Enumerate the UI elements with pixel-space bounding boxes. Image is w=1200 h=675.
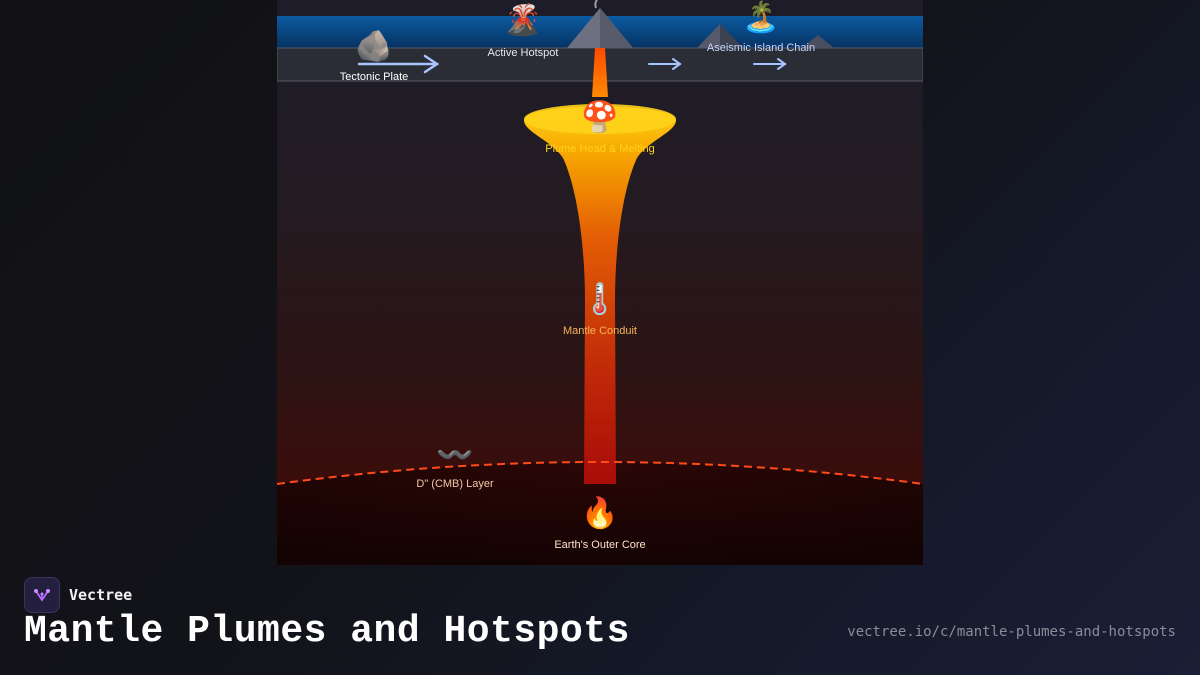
volcano-smoke [594,0,598,9]
vectree-logo-svg [34,589,50,602]
active-volcano-shade [600,8,633,48]
volcano-icon: 🌋 [504,3,542,38]
label-outer-core: Earth's Outer Core [554,539,646,551]
magma-vent [592,48,608,97]
wave-icon: 〰️ [436,438,474,473]
mantle-plume [524,106,676,484]
outer-core-region [277,462,923,565]
plate-motion-arrow-3 [753,58,787,70]
plate-motion-arrow-1 [357,54,440,74]
rock-icon: 🪨 [355,29,393,64]
brand-name: Vectree [69,586,133,604]
island-mountain-2 [802,35,834,48]
label-island-chain: Aseismic Island Chain [706,42,816,54]
cmb-boundary-line [277,461,923,485]
label-cmb-layer: D" (CMB) Layer [416,478,494,490]
plume-head-cap [524,104,676,134]
mushroom-icon: 🍄 [581,100,619,135]
vectree-logo-icon [24,577,60,613]
source-url-link[interactable]: vectree.io/c/mantle-plumes-and-hotspots [847,624,1176,640]
thermometer-icon: 🌡️ [581,282,619,317]
fire-icon: 🔥 [581,496,619,531]
diagram-svg [277,0,923,565]
label-mantle-conduit: Mantle Conduit [563,325,637,337]
label-plume-head: Plume Head & Melting [545,143,655,155]
island-icon: 🏝️ [742,0,780,35]
island-mountain-1-shade [720,24,743,48]
page-title: Mantle Plumes and Hotspots [24,610,630,653]
plate-motion-arrow-2 [648,58,682,70]
label-tectonic-plate: Tectonic Plate [339,71,409,83]
label-active-hotspot: Active Hotspot [487,47,559,59]
diagram-canvas: 🪨 🌋 🏝️ 🍄 🌡️ 〰️ 🔥 Tectonic Plate Active H… [277,0,923,565]
brand: Vectree [24,577,132,613]
